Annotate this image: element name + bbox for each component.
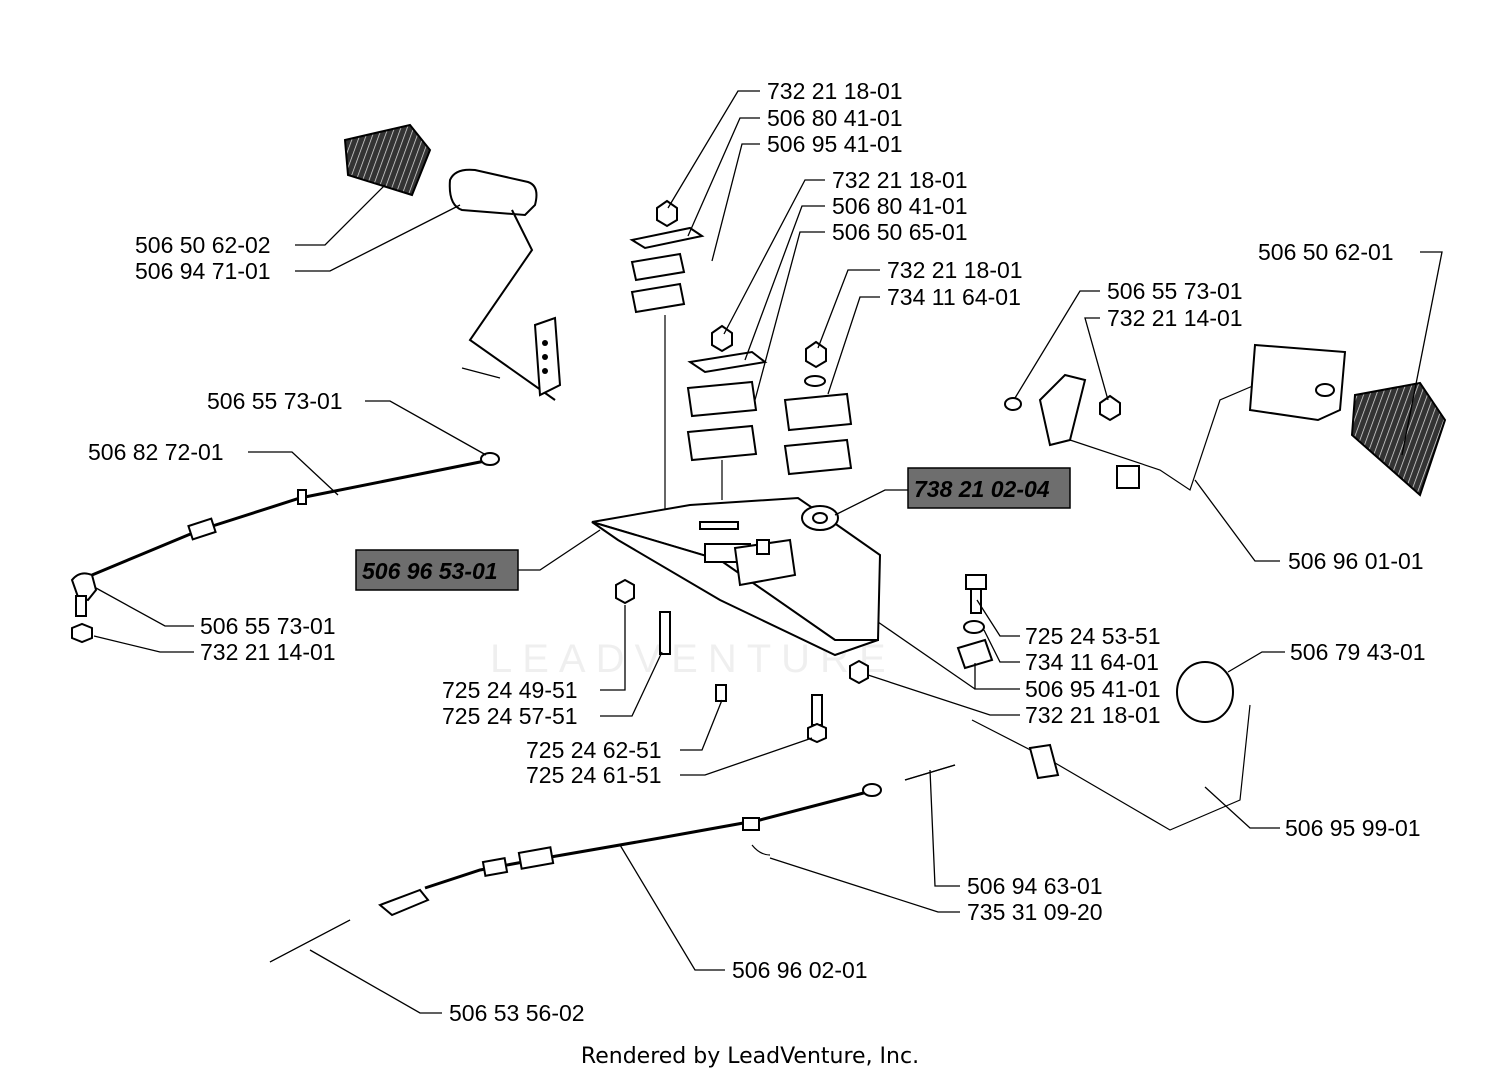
part-label[interactable]: 732 21 18-01 [887,257,1023,283]
part-label-highlighted[interactable]: 738 21 02-04 [914,476,1050,502]
part-label[interactable]: 725 24 49-51 [442,677,578,703]
part-label[interactable]: 506 96 01-01 [1288,548,1424,574]
shift-knob [1176,661,1234,723]
part-label[interactable]: 506 95 41-01 [1025,676,1161,702]
part-label[interactable]: 732 21 18-01 [767,78,903,104]
shift-rod [971,704,1251,831]
part-label[interactable]: 725 24 62-51 [526,737,662,763]
part-label[interactable]: 506 55 73-01 [200,613,336,639]
base-plate [591,496,882,657]
part-label[interactable]: 506 50 65-01 [832,219,968,245]
nut-stack-2 [686,324,768,500]
leader-lines [93,90,1443,1014]
part-label[interactable]: 506 80 41-01 [832,193,968,219]
part-label[interactable]: 506 94 63-01 [967,873,1103,899]
part-label[interactable]: 506 94 71-01 [135,258,271,284]
nut-stack-1 [629,199,705,524]
part-label[interactable]: 732 21 14-01 [1107,305,1243,331]
part-label[interactable]: 506 95 99-01 [1285,815,1421,841]
highlight-box-506-96-53-01 [355,549,519,591]
part-label[interactable]: 506 50 62-01 [1258,239,1394,265]
part-label[interactable]: 506 95 41-01 [767,131,903,157]
left-cable-assembly [70,452,500,644]
left-pedal-arm [448,168,562,401]
part-label[interactable]: 506 55 73-01 [1107,278,1243,304]
part-label[interactable]: 725 24 57-51 [442,703,578,729]
lower-cable-assembly [269,764,956,963]
part-label[interactable]: 725 24 53-51 [1025,623,1161,649]
part-label[interactable]: 725 24 61-51 [526,762,662,788]
part-label[interactable]: 506 50 62-02 [135,232,271,258]
nut-stack-3 [783,340,853,476]
plate-bolts [615,578,869,744]
footer-credit: Rendered by LeadVenture, Inc. [580,1044,920,1069]
right-pedal-arm [1004,343,1347,491]
right-clamp-parts [956,574,994,670]
part-label[interactable]: 506 82 72-01 [88,439,224,465]
part-label[interactable]: 735 31 09-20 [967,899,1103,925]
left-pedal-pad [343,123,432,197]
part-label[interactable]: 732 21 18-01 [832,167,968,193]
part-labels: 732 21 18-01 506 80 41-01 506 95 41-01 7… [88,78,1426,1026]
right-pedal-pad [1350,381,1447,497]
part-label-highlighted[interactable]: 506 96 53-01 [362,558,498,584]
part-label[interactable]: 506 79 43-01 [1290,639,1426,665]
part-label[interactable]: 732 21 18-01 [1025,702,1161,728]
part-label[interactable]: 732 21 14-01 [200,639,336,665]
part-label[interactable]: 506 80 41-01 [767,105,903,131]
part-label[interactable]: 734 11 64-01 [1025,649,1159,675]
part-label[interactable]: 506 53 56-02 [449,1000,585,1026]
highlight-box-738-21-02-04 [907,467,1071,509]
part-label[interactable]: 506 96 02-01 [732,957,868,983]
part-label[interactable]: 506 55 73-01 [207,388,343,414]
part-label[interactable]: 734 11 64-01 [887,284,1021,310]
